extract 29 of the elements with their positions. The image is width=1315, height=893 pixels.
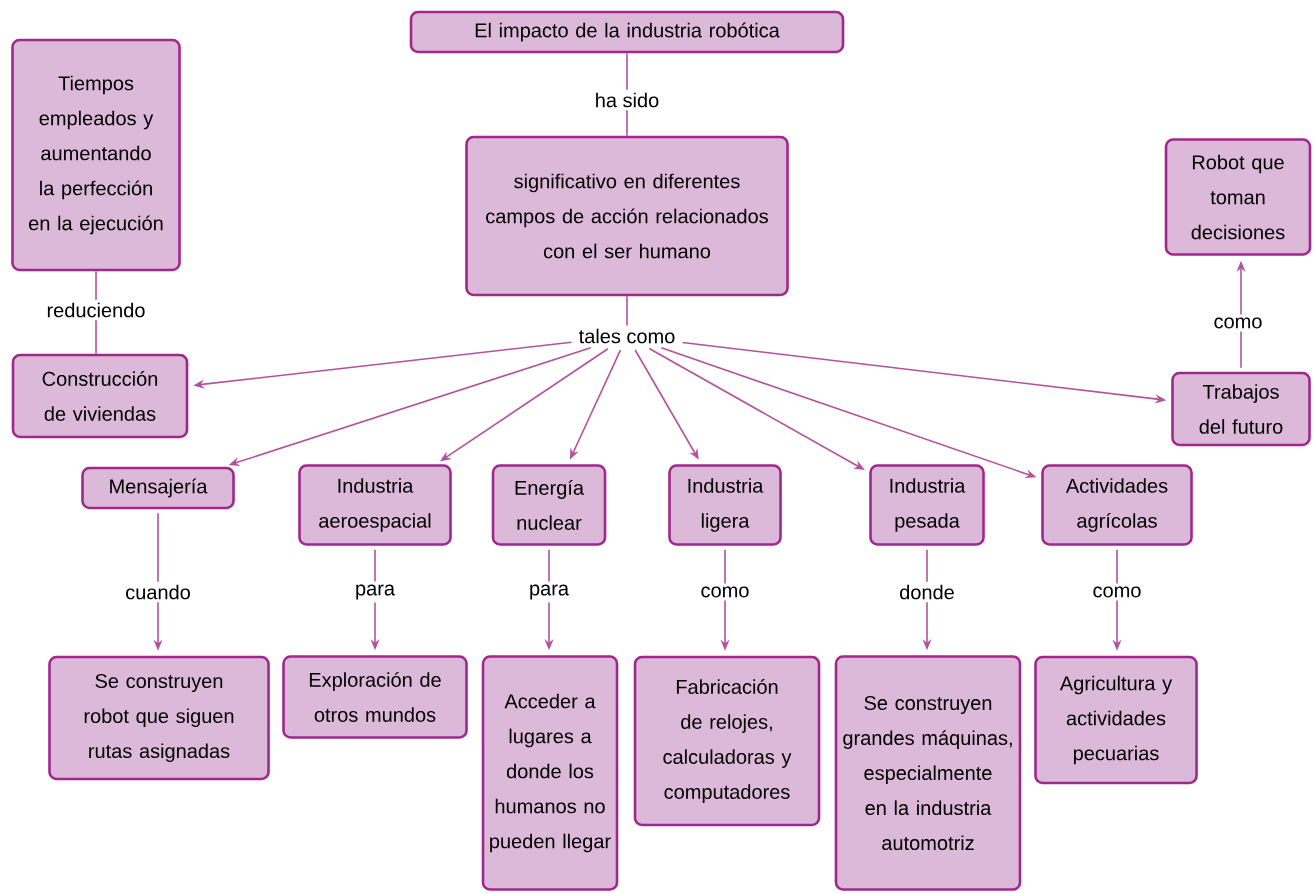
edge-label: como xyxy=(697,583,753,601)
concept-box: Industria ligera xyxy=(668,464,782,546)
edge-label: reduciendo xyxy=(43,299,149,321)
concept-box: Se construyen robot que siguen rutas asignadas xyxy=(48,655,270,781)
concept-box: Tiempos empleados y aumentando la perfección en la ejecución xyxy=(11,38,181,272)
concept-box: significativo en diferentes campos de acción relacionados con el ser humano xyxy=(465,135,789,297)
concept-box: Industria pesada xyxy=(869,464,985,546)
concept-box: El impacto de la industria robótica xyxy=(409,10,845,54)
edge-label: para xyxy=(526,581,572,603)
concept-box: Actividades agrícolas xyxy=(1041,464,1193,546)
connector-line xyxy=(626,295,628,327)
concept-box: Trabajos del futuro xyxy=(1171,371,1311,447)
edge-label: donde xyxy=(896,581,958,603)
concept-box: Se construyen grandes máquinas, especialmente en la industria automotriz xyxy=(834,655,1022,891)
edge-label: como xyxy=(1089,583,1145,601)
concept-box: Robot que toman decisiones xyxy=(1164,138,1312,256)
concept-box: Energía nuclear xyxy=(491,464,607,546)
concept-box: Construcción de viviendas xyxy=(11,353,189,439)
concept-box: Exploración de otros mundos xyxy=(282,655,468,739)
edge-label: cuando xyxy=(122,581,194,603)
concept-box: Mensajería xyxy=(81,466,235,510)
concept-box: Agricultura y actividades pecuarias xyxy=(1034,655,1198,785)
edge-label: ha sido xyxy=(591,89,663,111)
edge-label: para xyxy=(352,581,398,603)
concept-box: Fabricación de relojes, calculadoras y computadores xyxy=(633,655,821,827)
linking-text: tales como xyxy=(578,328,675,344)
concept-box: Industria aeroespacial xyxy=(298,464,452,546)
edge-label: como xyxy=(1210,314,1266,332)
concept-box: Acceder a lugares a donde los humanos no pueden llegar xyxy=(481,655,619,891)
